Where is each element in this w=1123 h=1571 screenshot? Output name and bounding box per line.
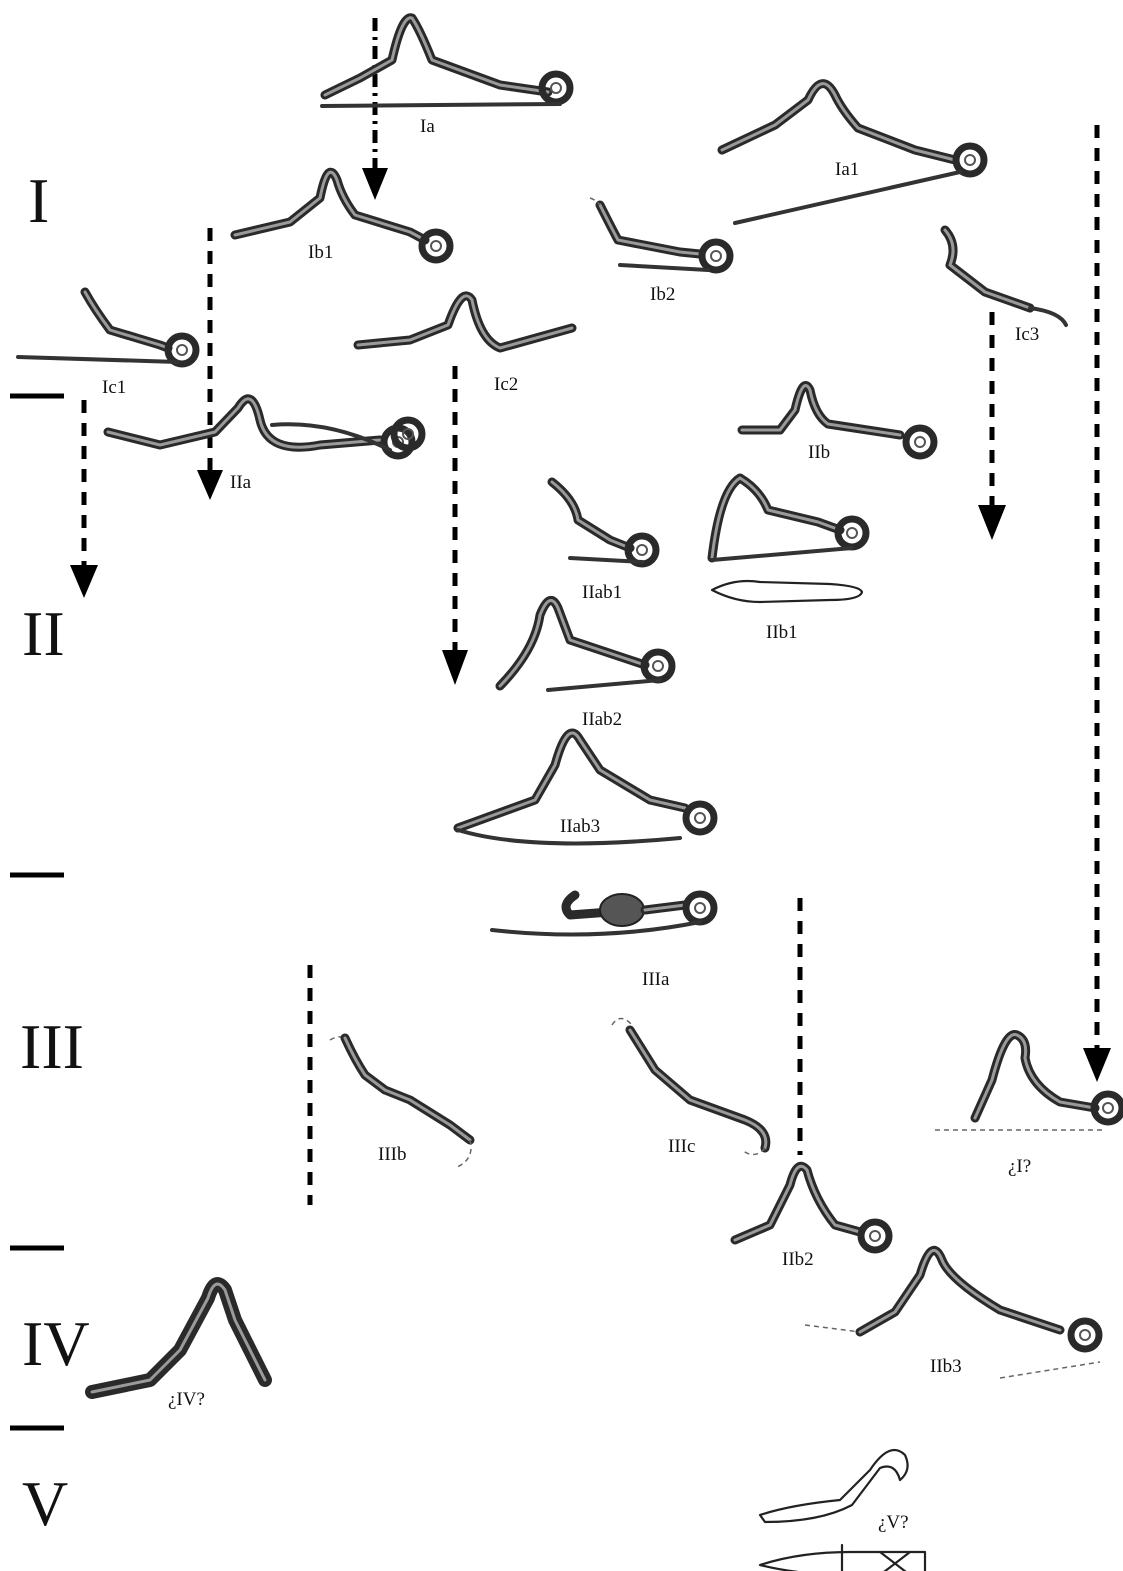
fibula-iiab2 [500,600,672,690]
fibula-iiic [612,1019,766,1155]
label-ib1: Ib1 [308,242,333,263]
fibula-ia1 [722,84,984,223]
phase-label-1: I [28,165,49,236]
label-ib2: Ib2 [650,284,675,305]
fibula-iib [742,386,934,457]
fibula-ic2 [358,296,572,348]
lineage-arrows [70,18,1111,1205]
label-iiib: IIIb [378,1144,406,1165]
label-ic3: Ic3 [1015,324,1039,345]
fibula-ib2 [590,198,730,270]
label-i-question: ¿I? [1008,1156,1031,1177]
label-iib2: IIb2 [782,1249,814,1270]
label-iiab1: IIab1 [582,582,622,603]
fibula-ib1 [235,172,450,260]
fibula-iiab1 [552,482,656,564]
label-iib3: IIb3 [930,1356,962,1377]
phase-label-3: III [20,1011,84,1082]
label-iv-question: ¿IV? [168,1389,205,1410]
fibula-ic3 [945,230,1066,325]
fibula-iib1 [712,478,866,602]
phase-labels: I II III IV V [20,165,90,1539]
arrow-head-ia [362,168,388,200]
fibula-ic1 [18,292,196,364]
label-iib: IIb [808,442,830,463]
fibula-v-question [760,1450,925,1571]
arrow-head-ic3 [978,505,1006,540]
label-ic1: Ic1 [102,377,126,398]
label-iib1: IIb1 [766,622,798,643]
fibula-ia [322,18,570,106]
phase-label-2: II [22,598,65,669]
label-iiic: IIIc [668,1136,695,1157]
fibula-iiia [492,894,714,935]
arrow-head-ic2 [442,650,468,685]
label-ia: Ia [420,116,435,137]
phase-separators [10,396,64,1428]
phase-label-4: IV [22,1308,90,1379]
label-v-question: ¿V? [878,1512,909,1533]
label-iia: IIa [230,472,252,493]
phase-label-5: V [22,1468,68,1539]
arrow-head-ic1 [70,565,98,598]
label-ia1: Ia1 [835,159,859,180]
fibula-iv-question [92,1284,265,1392]
label-iiia: IIIa [642,969,670,990]
fibula-iib2 [735,1166,889,1250]
label-iiab3: IIab3 [560,816,600,837]
arrow-head-i [1083,1048,1111,1082]
label-iiab2: IIab2 [582,709,622,730]
fibula-iia [108,399,422,456]
arrow-head-iia [197,470,223,500]
label-ic2: Ic2 [494,374,518,395]
